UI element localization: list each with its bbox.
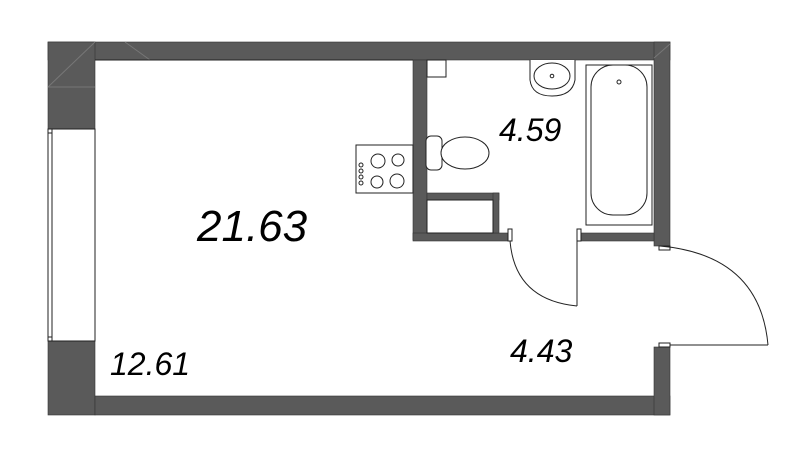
- left-wall-upper: [47, 41, 96, 130]
- closet-right-wall: [492, 192, 500, 234]
- bath-left-wall: [412, 59, 428, 241]
- stove-icon: [355, 144, 414, 194]
- toilet-bowl-icon: [440, 136, 490, 170]
- left-wall-lower: [47, 340, 96, 416]
- bathroom-fixtures: [425, 59, 653, 234]
- room-area-bathroom: 4.59: [499, 112, 562, 148]
- bathroom-door: [507, 228, 582, 307]
- entrance-door: [658, 245, 769, 348]
- bath-bottom-wall-left: [412, 232, 511, 242]
- top-wall: [47, 41, 671, 61]
- room-area-hallway: 4.43: [510, 333, 573, 369]
- shaft-box: [426, 59, 447, 78]
- closet-top-wall: [426, 192, 500, 201]
- room-area-balcony: 12.61: [110, 346, 191, 382]
- right-wall-lower: [653, 346, 671, 416]
- toilet-tank-icon: [425, 135, 443, 171]
- bathtub-icon: [590, 64, 648, 216]
- bottom-wall: [94, 395, 671, 416]
- closet-box: [426, 199, 494, 234]
- right-wall-upper: [653, 41, 671, 247]
- bath-bottom-wall-right: [578, 232, 655, 242]
- room-area-living: 21.63: [197, 202, 308, 251]
- window-left: [47, 128, 96, 342]
